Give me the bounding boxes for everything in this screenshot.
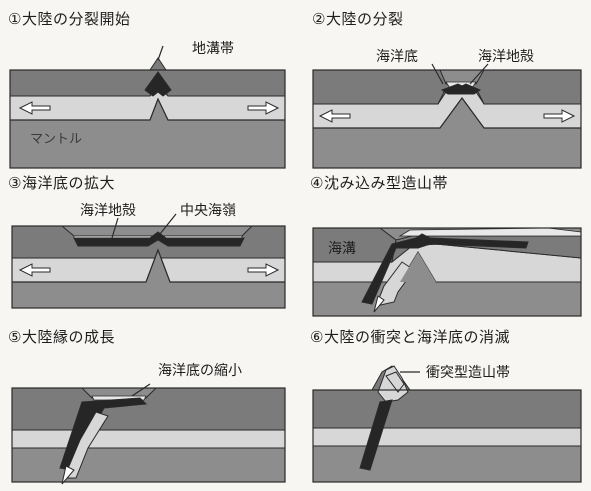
label-oceanic-crust: 海洋地殻: [80, 200, 136, 220]
leader-line-rift: [158, 46, 163, 60]
panel-2-title: ②大陸の分裂: [312, 8, 403, 29]
panel-5-title: ⑤大陸縁の成長: [8, 326, 115, 347]
panel-3-title: ③海洋底の拡大: [8, 172, 115, 193]
label-mantle: マントル: [30, 128, 82, 147]
panel-1-illustration: [10, 46, 285, 168]
panel-3-illustration: [12, 214, 285, 308]
label-mid-ocean-ridge: 中央海嶺: [180, 200, 236, 220]
label-ocean-floor-shrink: 海洋底の縮小: [158, 360, 242, 380]
panel-5-illustration: [12, 384, 285, 484]
label-oceanic-crust: 海洋地殻: [478, 46, 534, 66]
panel-6-title: ⑥大陸の衝突と海洋底の消滅: [310, 326, 510, 347]
label-rift-valley: 地溝帯: [192, 38, 234, 58]
label-collision-orogeny: 衝突型造山帯: [426, 362, 510, 382]
panel-6-illustration: [313, 366, 581, 482]
mantle-upper-layer: [12, 430, 285, 448]
panel-2-illustration: [313, 64, 581, 168]
mantle-upper-layer: [313, 428, 581, 446]
label-ocean-floor: 海洋底: [376, 46, 418, 66]
panel-1-title: ①大陸の分裂開始: [8, 8, 130, 29]
panel-4-title: ④沈み込み型造山帯: [310, 172, 448, 193]
label-trench: 海溝: [328, 238, 356, 258]
